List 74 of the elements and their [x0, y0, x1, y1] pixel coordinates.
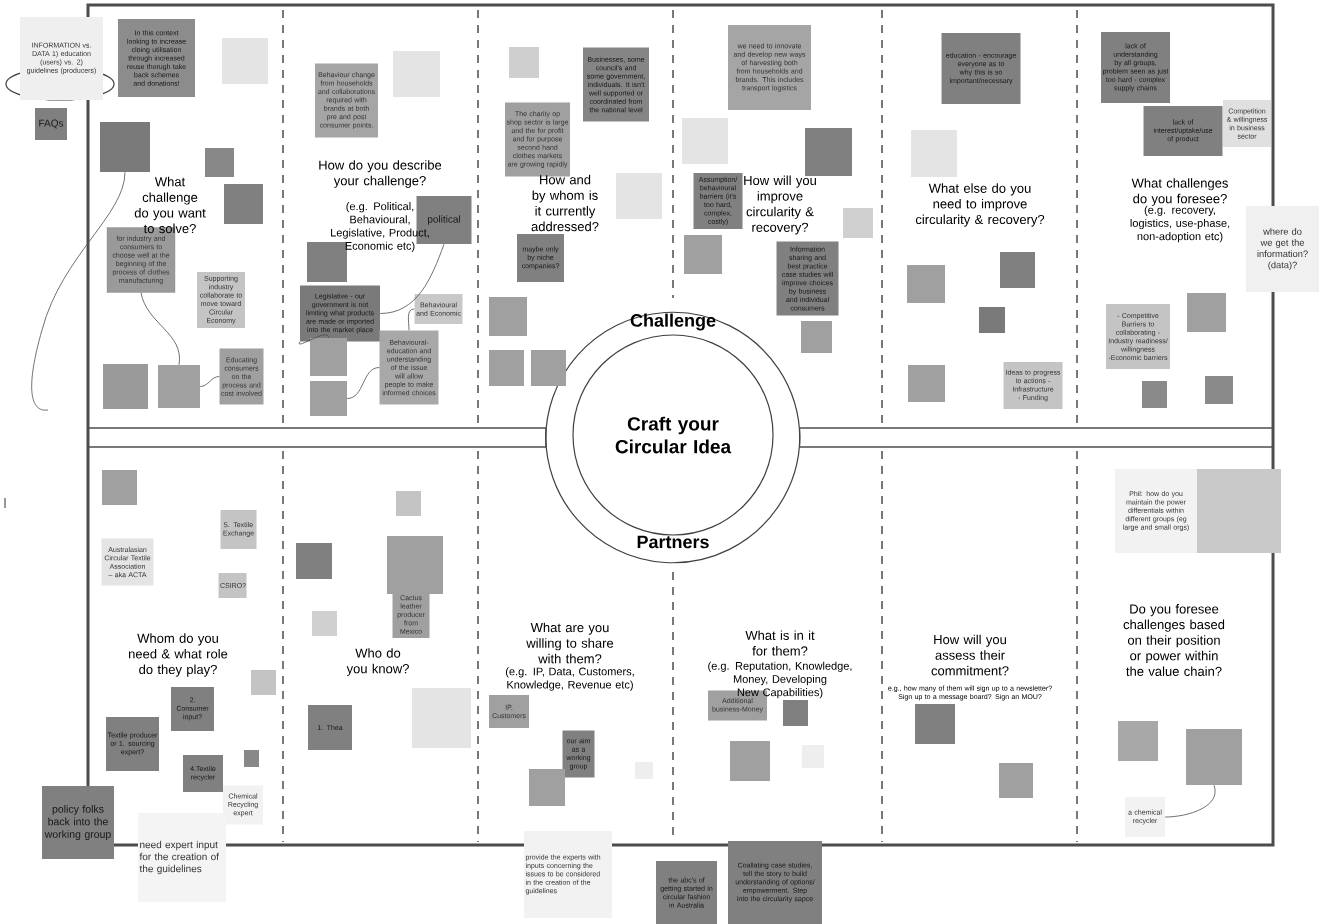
- question-text: Whom do you need & what role do they play?: [129, 633, 228, 677]
- sticky-note: [103, 364, 148, 409]
- question-text: (e.g. Reputation, Knowledge, Money, Developing New Capabilities): [708, 661, 852, 699]
- sticky-note: [296, 543, 332, 579]
- sticky-note: [1205, 376, 1233, 404]
- sticky-note: [102, 470, 137, 505]
- connector-line: [1164, 784, 1216, 818]
- sticky-note: [244, 750, 259, 767]
- connector-line: [31, 171, 126, 411]
- question-text: (e.g. Political, Behavioural, Legislative, Product, Economic etc): [331, 202, 429, 252]
- ring-label: Partners: [637, 535, 709, 549]
- sticky-note: [489, 297, 527, 336]
- question-text: What is in it for them?: [745, 630, 815, 656]
- sticky-note: [412, 688, 471, 748]
- question-text: How will you improve circularity & recovery?: [744, 175, 816, 235]
- sticky-note: [979, 307, 1005, 333]
- sticky-note: [911, 130, 957, 177]
- sticky-note: [999, 763, 1033, 798]
- sticky-note: where do we get the information? (data)?: [1246, 206, 1319, 292]
- connector-line: [199, 376, 220, 387]
- sticky-note: [908, 365, 945, 402]
- sticky-note: [393, 51, 440, 97]
- connector-line: [408, 308, 415, 331]
- sticky-note: [529, 769, 565, 806]
- question-text: (e.g. recovery, logistics, use-phase, non-adoption etc): [1130, 205, 1230, 243]
- sticky-note: [684, 235, 722, 274]
- sticky-note: [489, 350, 524, 386]
- sticky-note: [1186, 729, 1242, 785]
- sticky-note: [1142, 381, 1167, 408]
- sticky-note: [312, 611, 337, 636]
- sticky-note: [1187, 293, 1226, 332]
- sticky-note: [805, 128, 852, 176]
- sticky-note: [158, 365, 200, 408]
- sticky-note: [100, 122, 150, 172]
- sticky-note: [509, 47, 539, 78]
- question-text: What else do you need to improve circularity & recovery?: [915, 183, 1045, 227]
- question-text: Do you foresee challenges based on their position or power within the value chain?: [1123, 604, 1225, 676]
- connector-line: [298, 334, 329, 345]
- sticky-note: [801, 321, 832, 353]
- sticky-note: policy folks back into the working group: [42, 786, 114, 859]
- connector-line: [379, 243, 445, 314]
- question-text: What are you willing to share with them?: [526, 622, 614, 664]
- sticky-note: [387, 536, 443, 594]
- question-text: (e.g. IP, Data, Customers, Knowledge, Revenue etc): [506, 667, 634, 691]
- sticky-note: [682, 118, 728, 164]
- connector-line: [346, 367, 380, 399]
- sticky-note: [616, 173, 662, 219]
- sticky-note: [915, 704, 955, 744]
- sticky-note: [224, 184, 263, 224]
- sticky-note: [783, 700, 808, 726]
- sticky-note: need expert input for the creation of the guidelines: [138, 813, 226, 902]
- sticky-note: [310, 338, 347, 376]
- connector-line: [140, 292, 180, 366]
- sticky-note: [1000, 252, 1035, 288]
- sticky-note: [1197, 469, 1281, 553]
- sticky-note: [730, 741, 770, 781]
- sticky-note: [251, 670, 276, 695]
- sticky-note: [205, 148, 234, 177]
- sticky-note: [843, 208, 873, 238]
- sticky-note: [222, 38, 268, 84]
- question-text: How will you assess their commitment?: [931, 634, 1009, 676]
- sticky-note: [531, 350, 566, 386]
- question-text: What challenges do you foresee?: [1131, 178, 1228, 206]
- ring-label: Challenge: [630, 313, 716, 331]
- sticky-note: [907, 265, 945, 303]
- question-text: How and by whom is it currently addressed?: [531, 174, 599, 232]
- sticky-note: [310, 381, 347, 416]
- question-text: What challenge do you want to solve?: [134, 176, 206, 234]
- question-text: How do you describe your challenge?: [319, 160, 442, 188]
- sticky-note: [1118, 721, 1158, 761]
- sticky-note: [396, 491, 421, 516]
- sticky-note: FAQs: [35, 108, 67, 140]
- question-text: Who do you know?: [346, 648, 409, 676]
- sticky-note: [307, 242, 347, 282]
